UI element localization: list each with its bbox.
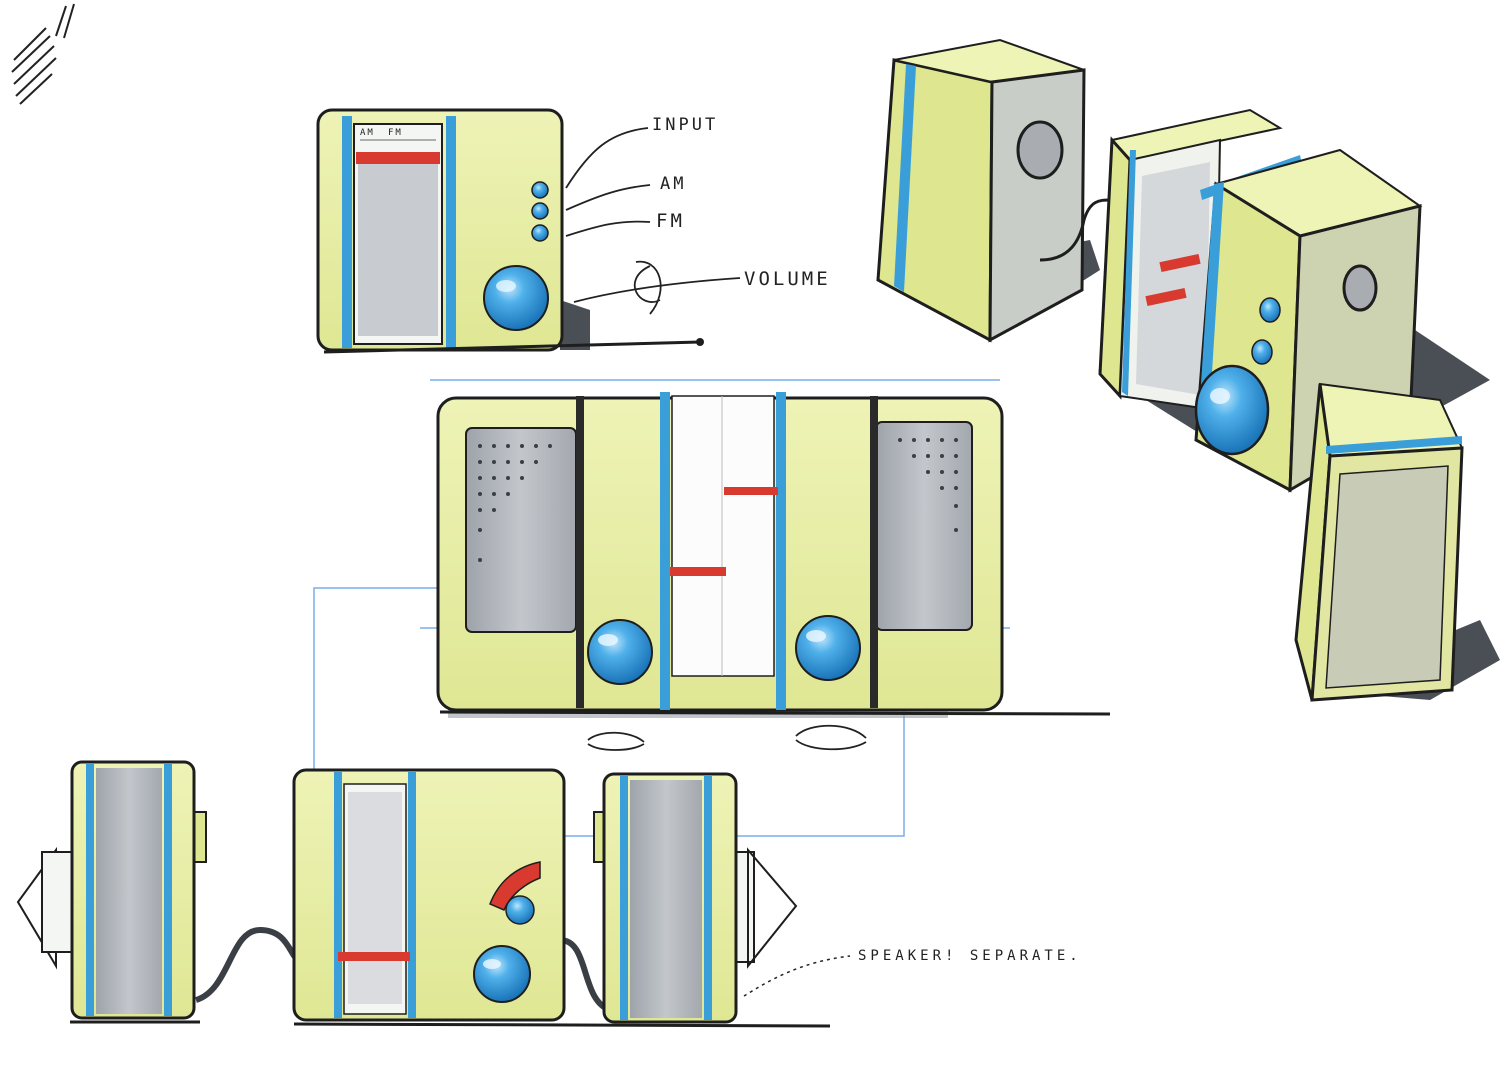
center-radio-front-view <box>194 768 831 1028</box>
dial-label-fm: FM <box>388 128 403 138</box>
tuning-knob-left <box>587 619 653 685</box>
dial-indicator <box>338 952 410 961</box>
dial-indicator-am <box>670 567 726 576</box>
perspective-volume-knob <box>1194 364 1270 456</box>
speaker-perspective-front <box>1294 382 1500 702</box>
tuning-dial-window <box>671 395 775 677</box>
fm-button <box>531 224 549 242</box>
label-fm: FM <box>656 210 685 232</box>
volume-knob <box>483 265 549 331</box>
dial-indicator-fm <box>724 487 778 495</box>
left-speaker-grille <box>465 427 577 633</box>
left-speaker-side-view <box>16 760 207 1024</box>
annotation-leaders <box>565 127 741 315</box>
right-speaker-grille <box>875 421 973 631</box>
tuning-knob-right <box>795 615 861 681</box>
radio-front-view-small <box>316 108 704 354</box>
dial-label-am: AM <box>360 128 375 138</box>
label-volume: VOLUME <box>744 268 831 290</box>
input-button <box>531 181 549 199</box>
corner-hatching <box>11 3 75 105</box>
am-button <box>531 202 549 220</box>
radio-perspective-view <box>1098 108 1490 493</box>
label-speaker-separate: SPEAKER! SEPARATE. <box>858 948 1082 964</box>
volume-knob-bottom <box>473 945 531 1003</box>
radio-front-view-large <box>436 392 1111 751</box>
speaker-perspective-back <box>876 38 1111 343</box>
label-am: AM <box>660 174 687 194</box>
label-input: INPUT <box>652 115 719 135</box>
right-speaker-side-view <box>593 772 851 1024</box>
